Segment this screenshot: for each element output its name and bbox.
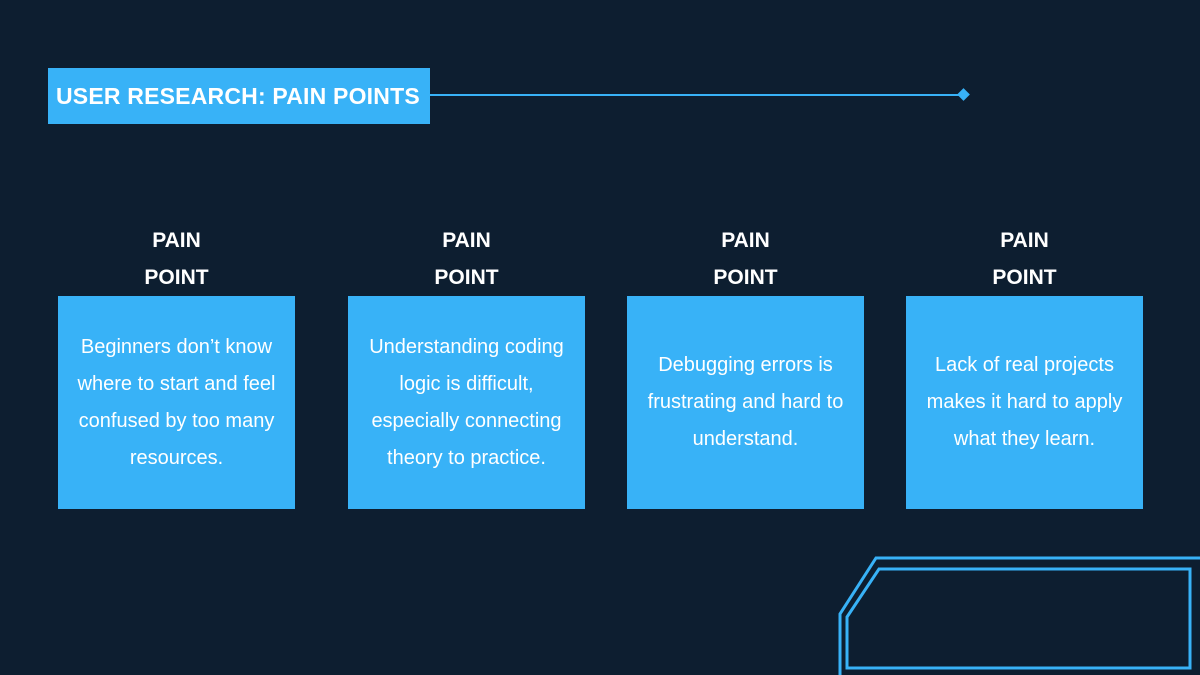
pain-point-heading: PAIN POINT (627, 222, 864, 296)
pain-point-text: Debugging errors is frustrating and hard… (647, 354, 844, 450)
pain-point-text: Understanding coding logic is difficult,… (369, 335, 564, 469)
pain-point-card: Lack of real projects makes it hard to a… (906, 296, 1143, 509)
pain-point-card: Understanding coding logic is difficult,… (348, 296, 585, 509)
decorative-corner-frame (838, 556, 1200, 675)
slide-title-box: USER RESEARCH: PAIN POINTS (48, 68, 430, 124)
pain-point-heading-line2: POINT (144, 266, 209, 289)
pain-point-heading-line1: PAIN (721, 229, 770, 252)
corner-frame-outer-line (838, 556, 1200, 675)
pain-point-column-2: PAIN POINT Understanding coding logic is… (348, 222, 585, 509)
pain-point-heading-line2: POINT (434, 266, 499, 289)
pain-point-column-3: PAIN POINT Debugging errors is frustrati… (627, 222, 864, 509)
corner-frame-inner-box (845, 567, 1192, 670)
title-line-end-diamond (957, 88, 970, 101)
pain-point-heading: PAIN POINT (906, 222, 1143, 296)
pain-point-heading-line1: PAIN (1000, 229, 1049, 252)
pain-point-column-1: PAIN POINT Beginners don’t know where to… (58, 222, 295, 509)
pain-point-card: Beginners don’t know where to start and … (58, 296, 295, 509)
pain-point-heading-line2: POINT (713, 266, 778, 289)
pain-point-heading-line1: PAIN (442, 229, 491, 252)
pain-point-column-4: PAIN POINT Lack of real projects makes i… (906, 222, 1143, 509)
title-connector-line (430, 94, 960, 96)
pain-point-text: Beginners don’t know where to start and … (77, 335, 276, 469)
pain-point-heading: PAIN POINT (58, 222, 295, 296)
slide-title: USER RESEARCH: PAIN POINTS (56, 82, 420, 109)
pain-point-heading-line2: POINT (992, 266, 1057, 289)
pain-point-card: Debugging errors is frustrating and hard… (627, 296, 864, 509)
pain-point-heading-line1: PAIN (152, 229, 201, 252)
pain-point-heading: PAIN POINT (348, 222, 585, 296)
pain-point-text: Lack of real projects makes it hard to a… (926, 354, 1123, 450)
